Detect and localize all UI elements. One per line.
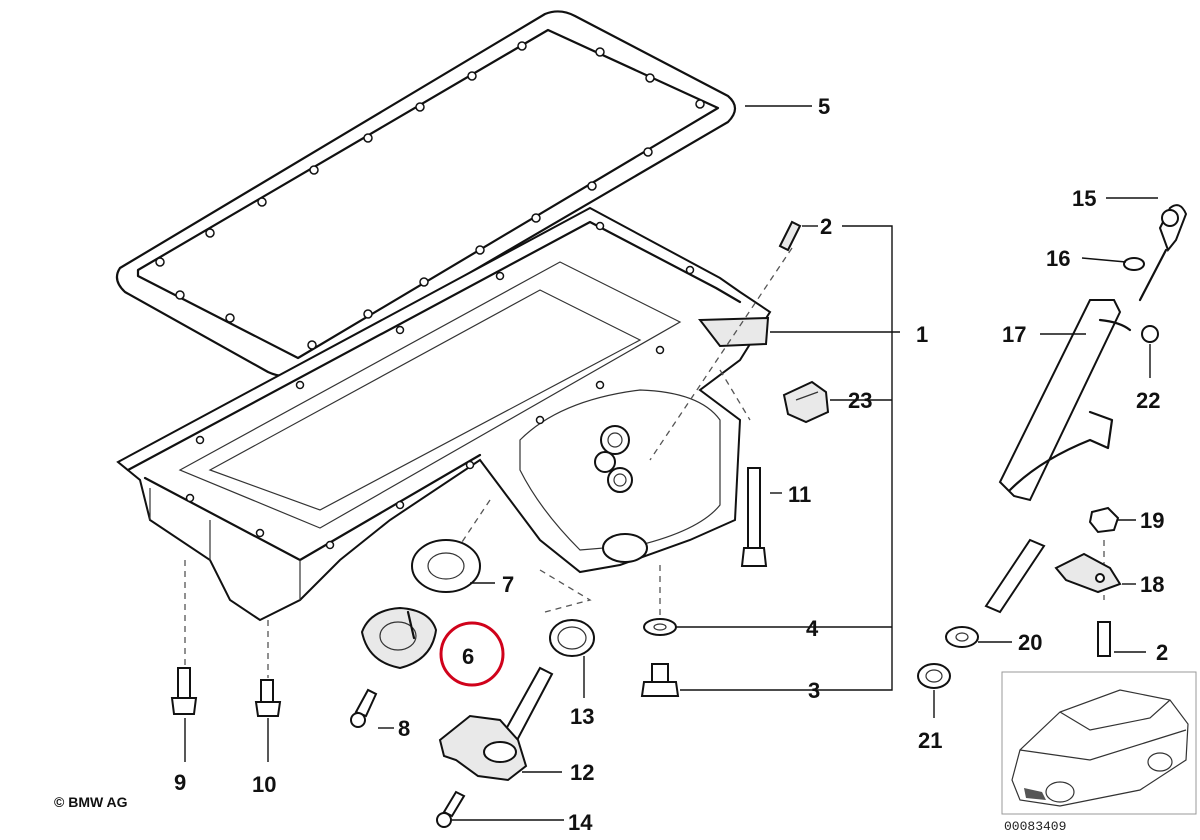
gasket-bolt-holes <box>155 41 705 350</box>
label-part-8[interactable]: 8 <box>398 716 410 741</box>
label-part-19[interactable]: 19 <box>1140 508 1164 533</box>
oil-level-sensor <box>438 666 554 782</box>
washer-21 <box>917 663 951 689</box>
screw-14 <box>436 790 466 828</box>
leader-lines <box>184 105 1158 821</box>
cover-plate <box>360 606 438 670</box>
nut-19 <box>1088 506 1120 534</box>
label-part-9[interactable]: 9 <box>174 770 186 795</box>
long-bolt <box>719 369 768 567</box>
cap-22 <box>1141 325 1159 343</box>
gasket-ring <box>411 539 481 593</box>
drain-plug <box>640 663 680 697</box>
label-part-16[interactable]: 16 <box>1046 246 1070 271</box>
bracket-18 <box>1054 552 1122 594</box>
dipstick-handle <box>1138 204 1188 302</box>
part-labels: 5 2 1 23 11 4 3 7 6 8 13 12 14 9 10 15 1… <box>174 94 1168 835</box>
highlight-circle <box>439 621 505 687</box>
label-part-3[interactable]: 3 <box>808 678 820 703</box>
vehicle-thumbnail <box>1001 671 1197 815</box>
label-part-2-stud[interactable]: 2 <box>1156 640 1168 665</box>
dipstick-o-ring <box>1123 257 1145 271</box>
label-part-4[interactable]: 4 <box>806 616 819 641</box>
o-ring <box>549 619 595 657</box>
oil-pan <box>116 206 772 622</box>
label-part-17[interactable]: 17 <box>1002 322 1026 347</box>
label-part-6[interactable]: 6 <box>462 644 474 669</box>
label-part-14[interactable]: 14 <box>568 810 593 835</box>
label-part-10[interactable]: 10 <box>252 772 276 797</box>
label-part-5[interactable]: 5 <box>818 94 830 119</box>
label-part-18[interactable]: 18 <box>1140 572 1164 597</box>
label-part-15[interactable]: 15 <box>1072 186 1096 211</box>
label-part-2[interactable]: 2 <box>820 214 832 239</box>
label-part-20[interactable]: 20 <box>1018 630 1042 655</box>
screw-8 <box>350 688 378 728</box>
sealing-washer <box>643 618 677 636</box>
label-part-11[interactable]: 11 <box>788 482 811 507</box>
bolt-10 <box>254 679 282 717</box>
document-number: 00083409 <box>1004 819 1066 834</box>
label-part-7[interactable]: 7 <box>502 572 514 597</box>
label-part-21[interactable]: 21 <box>918 728 942 753</box>
oil-pan-gasket <box>115 10 737 378</box>
clip <box>782 380 830 424</box>
stud-2 <box>1097 621 1111 657</box>
washer-20 <box>945 626 979 648</box>
bolt-9 <box>170 667 198 715</box>
label-part-13[interactable]: 13 <box>570 704 594 729</box>
label-part-1[interactable]: 1 <box>916 322 928 347</box>
dipstick-guide-tube <box>984 299 1132 614</box>
dowel-pin <box>778 220 802 252</box>
label-part-22[interactable]: 22 <box>1136 388 1160 413</box>
copyright: © BMW AG <box>54 794 128 810</box>
label-part-12[interactable]: 12 <box>570 760 594 785</box>
label-part-23[interactable]: 23 <box>848 388 872 413</box>
